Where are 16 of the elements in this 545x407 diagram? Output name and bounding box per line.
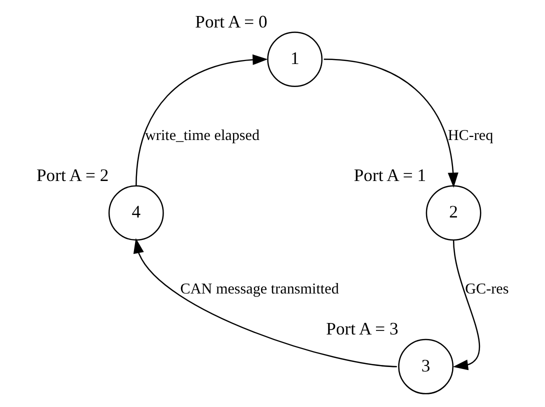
arrow bbox=[452, 240, 480, 370]
node-label: Port A = 1 bbox=[354, 165, 426, 186]
node-circle: 1 bbox=[267, 32, 323, 87]
node-circle: 4 bbox=[108, 185, 164, 241]
node-circle: 2 bbox=[426, 185, 482, 241]
node-label: Port A = 3 bbox=[326, 318, 398, 339]
edge-label: write_time elapsed bbox=[145, 128, 260, 144]
edge-label: GC-res bbox=[465, 282, 509, 298]
arrow bbox=[324, 58, 458, 188]
edge-label: HC-req bbox=[448, 128, 494, 144]
arrow bbox=[136, 54, 268, 186]
node-circle: 3 bbox=[398, 338, 454, 394]
node-label: Port A = 0 bbox=[195, 11, 268, 32]
arrow bbox=[133, 238, 397, 368]
node-label: Port A = 2 bbox=[36, 165, 109, 186]
edge-label: CAN message transmitted bbox=[180, 282, 339, 298]
